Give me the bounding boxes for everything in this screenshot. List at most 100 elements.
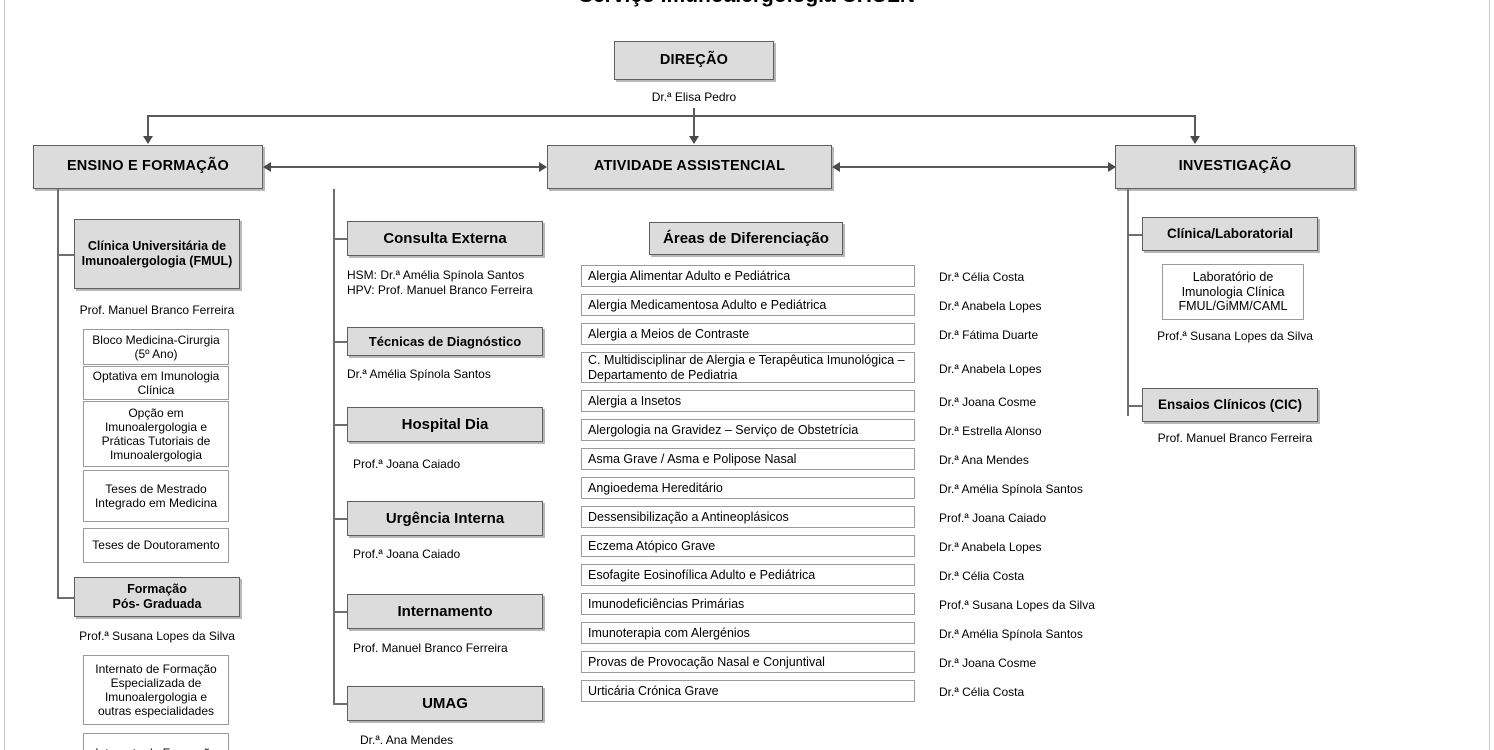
- area-responsible-1: Dr.ª Anabela Lopes: [939, 299, 1042, 313]
- box-urgencia-label: Urgência Interna: [385, 509, 505, 527]
- box-internamento[interactable]: Internamento: [347, 594, 543, 629]
- connector-ensino-assistencial: [271, 166, 539, 168]
- page-left-rule: [4, 0, 5, 750]
- area-responsible-1-label: Dr.ª Anabela Lopes: [939, 299, 1042, 313]
- postgrad-item-0[interactable]: Internato de Formação Especializada de I…: [83, 655, 229, 725]
- teaching-item-0-label: Bloco Medicina-Cirurgia (5º Ano): [92, 332, 220, 361]
- area-row-5[interactable]: Alergologia na Gravidez – Serviço de Obs…: [581, 419, 915, 441]
- box-investigacao-label: INVESTIGAÇÃO: [1178, 158, 1292, 175]
- area-row-12[interactable]: Imunoterapia com Alergénios: [581, 622, 915, 644]
- teaching-item-2[interactable]: Opção em Imunoalergologia e Práticas Tut…: [83, 401, 229, 467]
- area-row-14[interactable]: Urticária Crónica Grave: [581, 680, 915, 702]
- area-row-7[interactable]: Angioedema Hereditário: [581, 477, 915, 499]
- connector-care-stub-1: [333, 341, 348, 343]
- connector-research-stub-0: [1127, 234, 1143, 236]
- area-responsible-7: Dr.ª Amélia Spínola Santos: [939, 482, 1083, 496]
- box-umag-label: UMAG: [422, 694, 468, 712]
- box-tecnicas-diagnostico[interactable]: Técnicas de Diagnóstico: [347, 327, 543, 356]
- box-areas-diferenciacao-header[interactable]: Áreas de Diferenciação: [649, 222, 843, 255]
- area-responsible-5: Dr.ª Estrella Alonso: [939, 424, 1042, 438]
- area-row-3-label: C. Multidisciplinar de Alergia e Terapêu…: [588, 352, 905, 382]
- box-hospital-dia[interactable]: Hospital Dia: [347, 407, 543, 442]
- box-clinica-universitaria[interactable]: Clínica Universitária de Imunoalergologi…: [74, 219, 240, 289]
- area-responsible-4-label: Dr.ª Joana Cosme: [939, 395, 1037, 409]
- area-row-3[interactable]: C. Multidisciplinar de Alergia e Terapêu…: [581, 352, 915, 383]
- box-formacao-pos-graduada[interactable]: Formação Pós- Graduada: [74, 577, 240, 617]
- arrow-down-ensino: [143, 136, 153, 144]
- connector-drop-ensino: [147, 115, 149, 137]
- area-row-13-label: Provas de Provocação Nasal e Conjuntival: [588, 654, 825, 669]
- box-atividade-assistencial[interactable]: ATIVIDADE ASSISTENCIAL: [547, 145, 832, 189]
- box-investigacao[interactable]: INVESTIGAÇÃO: [1115, 145, 1355, 189]
- area-row-14-label: Urticária Crónica Grave: [588, 683, 719, 698]
- area-responsible-13-label: Dr.ª Joana Cosme: [939, 656, 1037, 670]
- box-assistencial-label: ATIVIDADE ASSISTENCIAL: [593, 158, 786, 175]
- area-row-10-label: Esofagite Eosinofílica Adulto e Pediátri…: [588, 567, 816, 582]
- connector-care-stub-5: [333, 703, 348, 705]
- box-clinica-lab-label: Clínica/Laboratorial: [1166, 226, 1294, 242]
- connector-research-spine: [1127, 189, 1129, 416]
- area-responsible-6: Dr.ª Ana Mendes: [939, 453, 1029, 467]
- arrow-right-to-investigacao: [1108, 162, 1116, 172]
- area-row-9[interactable]: Eczema Atópico Grave: [581, 535, 915, 557]
- area-responsible-0-label: Dr.ª Célia Costa: [939, 270, 1025, 284]
- arrow-down-assistencial: [689, 136, 699, 144]
- internamento-person: Prof. Manuel Branco Ferreira: [353, 641, 508, 655]
- connector-care-stub-3: [333, 518, 348, 520]
- area-responsible-9: Dr.ª Anabela Lopes: [939, 540, 1042, 554]
- teaching-item-1[interactable]: Optativa em Imunologia Clínica: [83, 366, 229, 400]
- area-row-10[interactable]: Esofagite Eosinofílica Adulto e Pediátri…: [581, 564, 915, 586]
- consulta-externa-person: HSM: Dr.ª Amélia Spínola Santos HPV: Pro…: [347, 268, 533, 297]
- connector-care-stub-0: [333, 238, 348, 240]
- area-responsible-3: Dr.ª Anabela Lopes: [939, 362, 1042, 376]
- box-consulta-externa[interactable]: Consulta Externa: [347, 221, 543, 256]
- area-row-0[interactable]: Alergia Alimentar Adulto e Pediátrica: [581, 265, 915, 287]
- box-ensino-e-formacao[interactable]: ENSINO E FORMAÇÃO: [33, 145, 263, 189]
- teaching-item-0[interactable]: Bloco Medicina-Cirurgia (5º Ano): [83, 329, 229, 365]
- area-row-2[interactable]: Alergia a Meios de Contraste: [581, 323, 915, 345]
- teaching-item-3[interactable]: Teses de Mestrado Integrado em Medicina: [83, 470, 229, 522]
- area-row-4[interactable]: Alergia a Insetos: [581, 390, 915, 412]
- area-responsible-12-label: Dr.ª Amélia Spínola Santos: [939, 627, 1083, 641]
- area-responsible-14-label: Dr.ª Célia Costa: [939, 685, 1025, 699]
- area-row-11-label: Imunodeficiências Primárias: [588, 596, 745, 611]
- area-responsible-2: Dr.ª Fátima Duarte: [939, 328, 1038, 342]
- area-row-5-label: Alergologia na Gravidez – Serviço de Obs…: [588, 422, 859, 437]
- area-responsible-11-label: Prof.ª Susana Lopes da Silva: [939, 598, 1095, 612]
- box-hospital-dia-label: Hospital Dia: [401, 415, 489, 433]
- teaching-item-3-label: Teses de Mestrado Integrado em Medicina: [94, 481, 218, 510]
- connector-ensino-stub-postgrad: [57, 597, 75, 599]
- arrow-right-to-assistencial: [539, 162, 547, 172]
- postgrad-item-1[interactable]: Internato de Formação: [83, 733, 229, 750]
- connector-ensino-spine: [57, 189, 59, 599]
- area-responsible-9-label: Dr.ª Anabela Lopes: [939, 540, 1042, 554]
- box-direcao[interactable]: DIREÇÃO: [614, 41, 774, 80]
- box-ensaios-clinicos[interactable]: Ensaios Clínicos (CIC): [1142, 388, 1318, 422]
- area-row-6[interactable]: Asma Grave / Asma e Polipose Nasal: [581, 448, 915, 470]
- box-clinica-laboratorial[interactable]: Clínica/Laboratorial: [1142, 217, 1318, 251]
- connector-drop-investigacao: [1194, 115, 1196, 137]
- area-responsible-10-label: Dr.ª Célia Costa: [939, 569, 1025, 583]
- area-row-8[interactable]: Dessensibilização a Antineoplásicos: [581, 506, 915, 528]
- box-clinica-label: Clínica Universitária de Imunoalergologi…: [81, 239, 233, 268]
- area-row-12-label: Imunoterapia com Alergénios: [588, 625, 750, 640]
- area-row-1[interactable]: Alergia Medicamentosa Adulto e Pediátric…: [581, 294, 915, 316]
- hospital-dia-person: Prof.ª Joana Caiado: [353, 457, 461, 471]
- box-umag[interactable]: UMAG: [347, 686, 543, 721]
- area-row-11[interactable]: Imunodeficiências Primárias: [581, 593, 915, 615]
- connector-care-stub-4: [333, 611, 348, 613]
- connector-drop-assistencial: [693, 115, 695, 137]
- clinica-lab-person: Prof.ª Susana Lopes da Silva: [1157, 329, 1313, 343]
- area-row-13[interactable]: Provas de Provocação Nasal e Conjuntival: [581, 651, 915, 673]
- area-responsible-14: Dr.ª Célia Costa: [939, 685, 1024, 699]
- direcao-person: Dr.ª Elisa Pedro: [651, 90, 737, 104]
- box-laboratorio-imunologia[interactable]: Laboratório de Imunologia Clínica FMUL/G…: [1162, 264, 1304, 320]
- connector-assistencial-investigacao: [840, 166, 1108, 168]
- formacao-person: Prof.ª Susana Lopes da Silva: [79, 629, 235, 643]
- page-title: Serviço Imunoalergologia CHULN: [0, 0, 1494, 8]
- connector-care-stub-2: [333, 424, 348, 426]
- area-responsible-2-label: Dr.ª Fátima Duarte: [939, 328, 1039, 342]
- postgrad-item-0-label: Internato de Formação Especializada de I…: [95, 661, 217, 719]
- teaching-item-4[interactable]: Teses de Doutoramento: [83, 528, 229, 563]
- box-urgencia-interna[interactable]: Urgência Interna: [347, 501, 543, 536]
